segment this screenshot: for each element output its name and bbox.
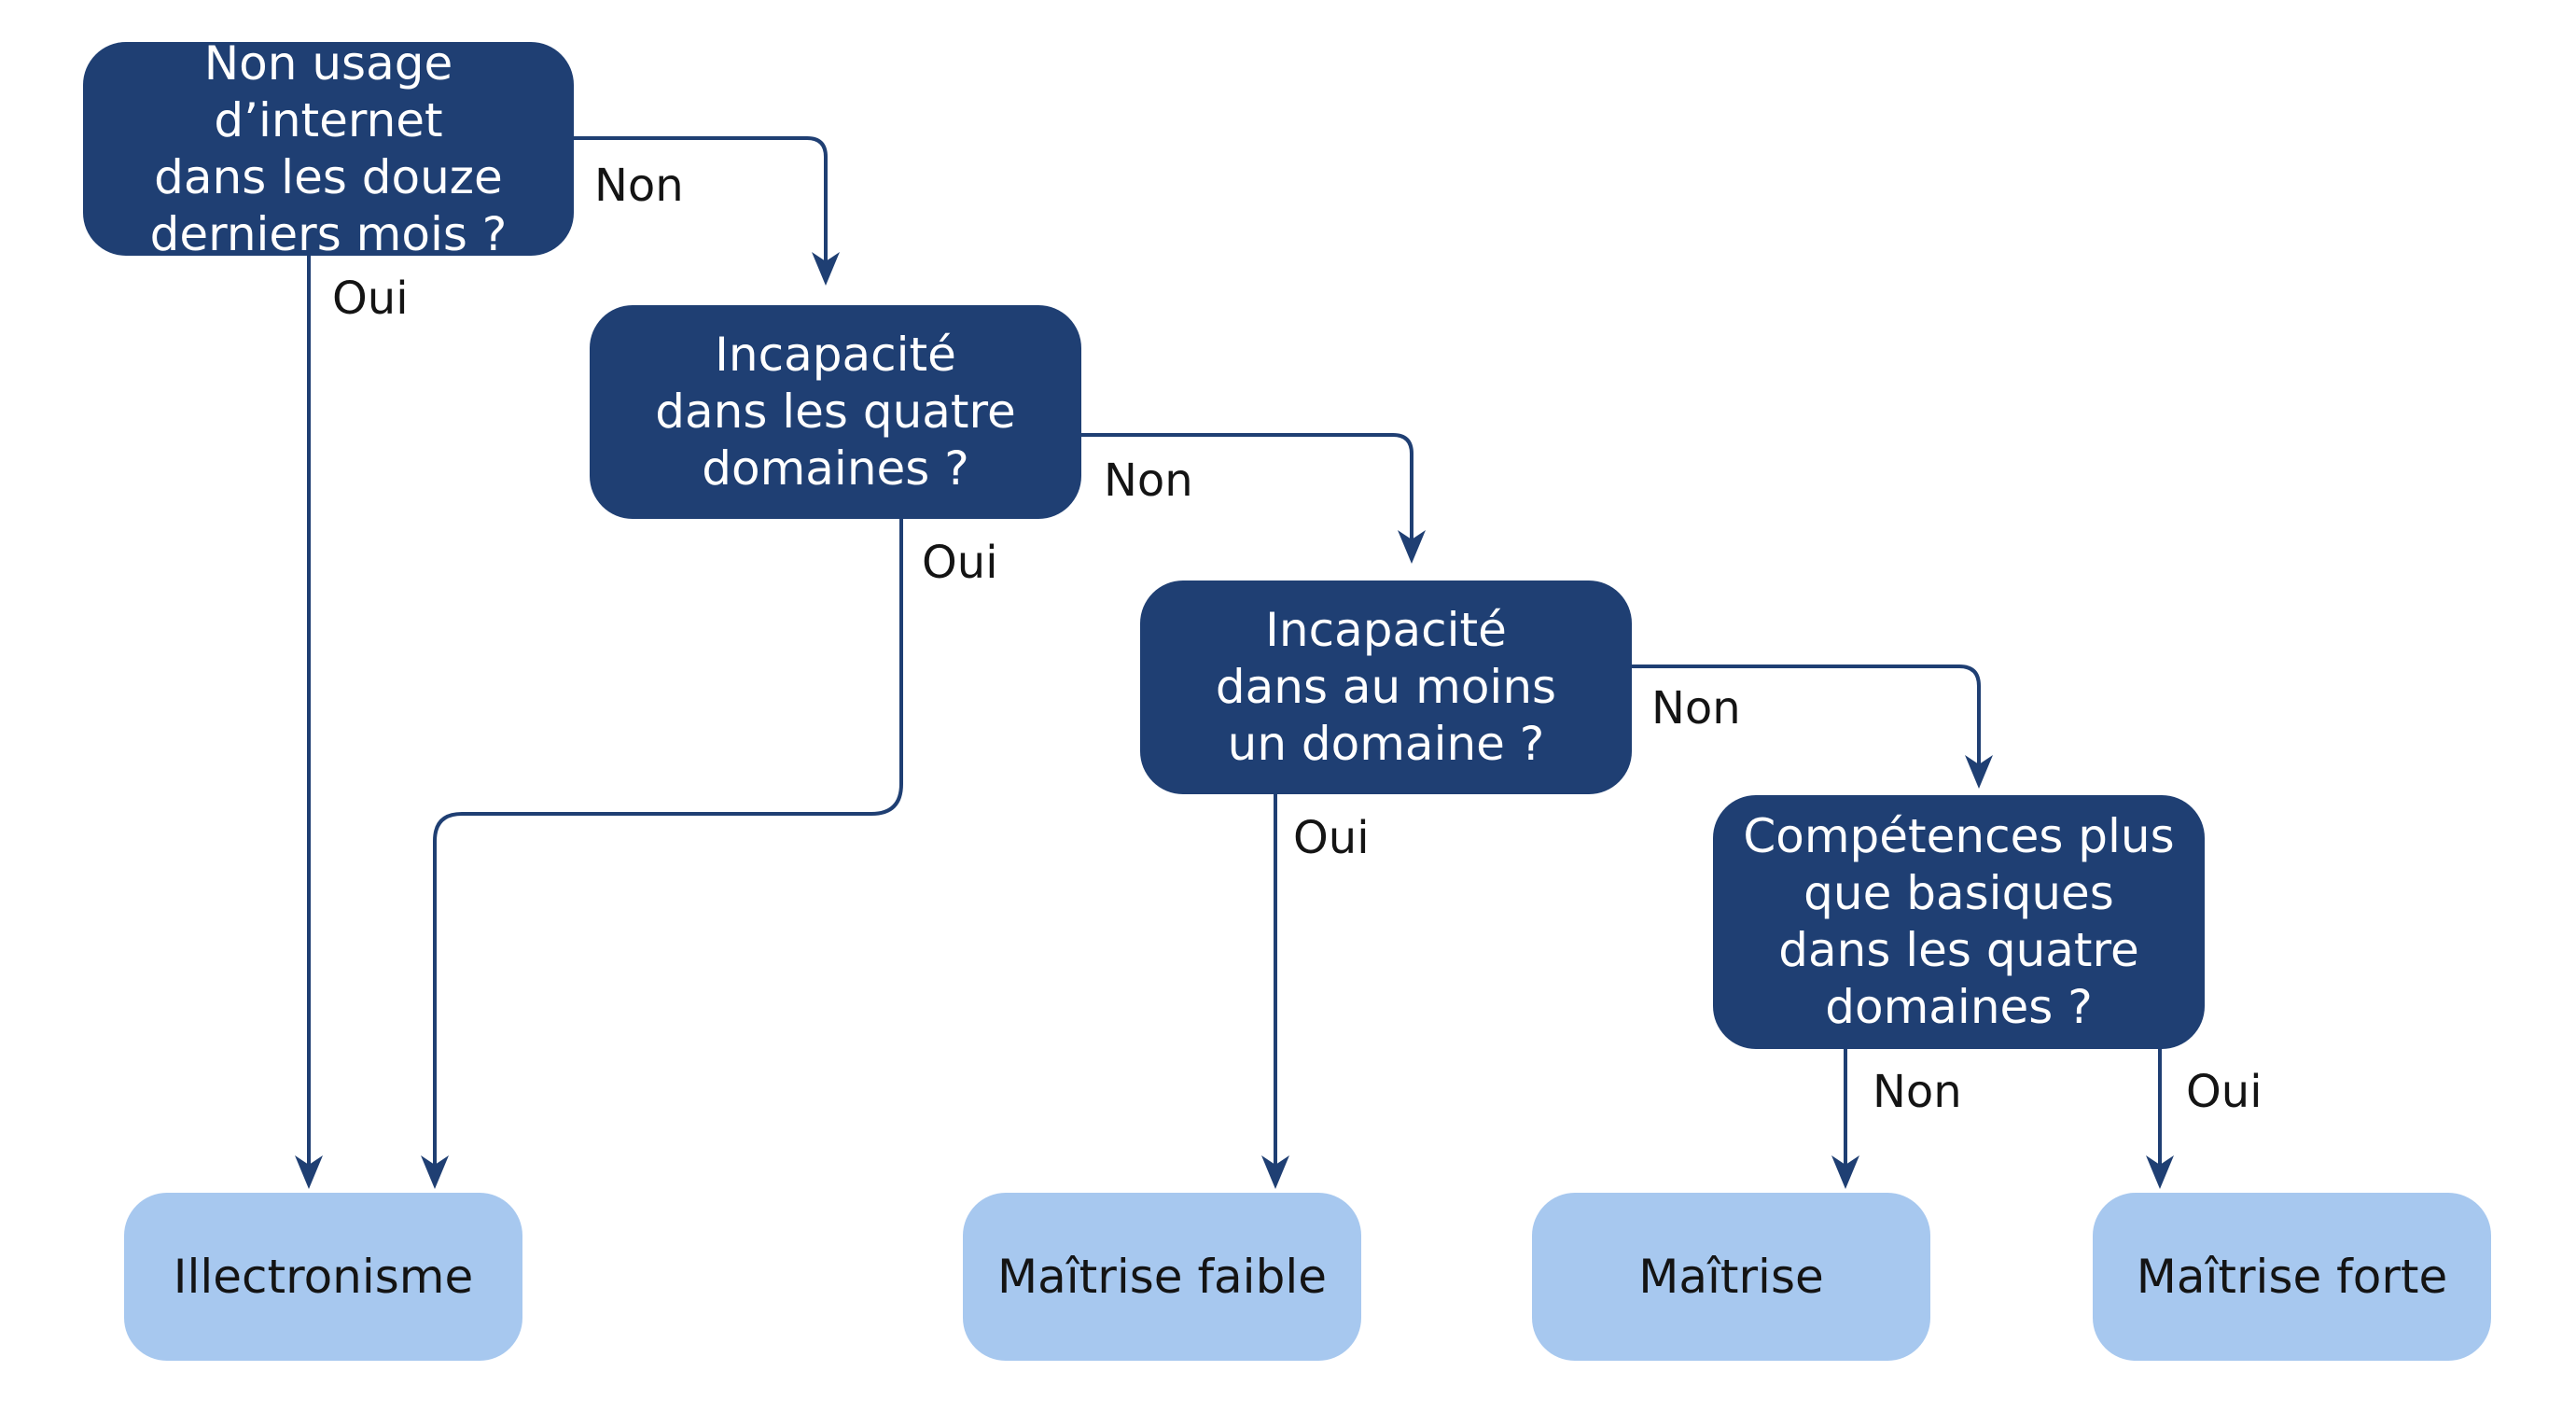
question-incapacity-one-domain: Incapacité dans au moins un domaine ? (1140, 581, 1632, 794)
label-q4-oui: Oui (2186, 1066, 2263, 1118)
connector-q1-non (574, 136, 828, 275)
connector-q4-oui-arrowhead (2146, 1155, 2174, 1189)
connector-q1-oui-arrowhead (295, 1155, 323, 1189)
question-incapacity-all-domains-text: Incapacité dans les quatre domaines ? (655, 328, 1016, 496)
outcome-illectronisme-text: Illectronisme (173, 1249, 474, 1304)
question-internet-usage-text: Non usage d’internet dans les douze dern… (149, 35, 508, 261)
outcome-maitrise-faible-text: Maîtrise faible (997, 1249, 1327, 1304)
connector-q1-non-arrowhead (812, 252, 840, 286)
connector-q3-non (1632, 665, 1981, 775)
connector-q2-non-arrowhead (1398, 530, 1426, 564)
label-q4-non: Non (1873, 1066, 1962, 1118)
label-q1-oui: Oui (332, 273, 409, 325)
connector-q4-non-arrowhead (1831, 1155, 1859, 1189)
outcome-maitrise-forte-text: Maîtrise forte (2136, 1249, 2448, 1304)
connector-q3-oui-arrowhead (1261, 1155, 1289, 1189)
question-incapacity-all-domains: Incapacité dans les quatre domaines ? (590, 305, 1081, 519)
label-q2-non: Non (1104, 455, 1193, 507)
connector-q2-oui (433, 519, 903, 1176)
question-incapacity-one-domain-text: Incapacité dans au moins un domaine ? (1215, 603, 1557, 771)
outcome-maitrise-forte: Maîtrise forte (2093, 1193, 2491, 1361)
connector-q3-non-arrowhead (1965, 755, 1993, 789)
outcome-maitrise: Maîtrise (1532, 1193, 1930, 1361)
question-above-basic-skills: Compétences plus que basiques dans les q… (1713, 795, 2205, 1049)
question-above-basic-skills-text: Compétences plus que basiques dans les q… (1743, 809, 2175, 1034)
question-internet-usage: Non usage d’internet dans les douze dern… (83, 36, 574, 261)
outcome-maitrise-text: Maîtrise (1638, 1249, 1824, 1304)
label-q1-non: Non (594, 160, 684, 212)
label-q2-oui: Oui (922, 537, 998, 589)
connector-q2-oui-arrowhead (421, 1155, 449, 1189)
connector-q2-non (1081, 433, 1413, 551)
outcome-illectronisme: Illectronisme (124, 1193, 522, 1361)
label-q3-oui: Oui (1293, 812, 1370, 864)
label-q3-non: Non (1651, 682, 1741, 734)
outcome-maitrise-faible: Maîtrise faible (963, 1193, 1361, 1361)
